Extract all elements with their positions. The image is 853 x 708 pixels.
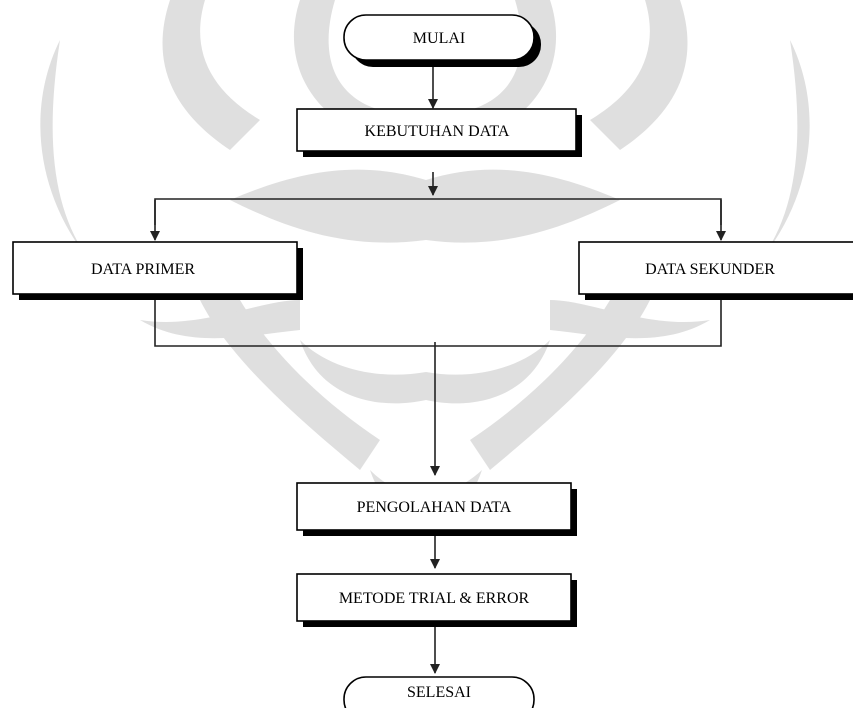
method-label: METODE TRIAL & ERROR xyxy=(339,590,530,607)
start-terminator: MULAI xyxy=(343,14,541,67)
end-label: SELESAI xyxy=(407,684,471,701)
merge-line xyxy=(154,296,722,347)
primary-data-label: DATA PRIMER xyxy=(91,261,195,278)
secondary-data-box: DATA SEKUNDER xyxy=(578,241,853,300)
data-needs-box: KEBUTUHAN DATA xyxy=(296,108,582,157)
primary-data-box: DATA PRIMER xyxy=(12,241,303,300)
secondary-data-label: DATA SEKUNDER xyxy=(645,261,775,278)
data-needs-label: KEBUTUHAN DATA xyxy=(365,123,510,140)
connectors xyxy=(150,63,726,674)
processing-label: PENGOLAHAN DATA xyxy=(357,499,512,516)
end-terminator: SELESAI xyxy=(343,676,535,708)
start-label: MULAI xyxy=(413,30,465,47)
processing-box: PENGOLAHAN DATA xyxy=(296,482,577,536)
method-box: METODE TRIAL & ERROR xyxy=(296,573,577,627)
